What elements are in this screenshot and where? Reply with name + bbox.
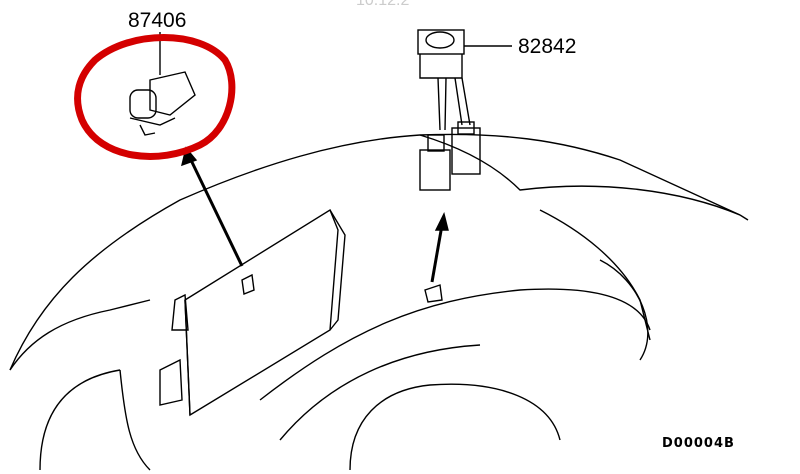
part-label-87406: 87406 — [128, 9, 187, 32]
watermark: 10.12.2 — [356, 0, 410, 9]
highlight-circle — [74, 34, 236, 160]
switch-part — [417, 29, 512, 191]
diagram-code: D00004B — [662, 436, 735, 451]
condenser — [159, 208, 346, 417]
part-label-82842: 82842 — [518, 35, 577, 58]
sensor-part — [129, 32, 196, 136]
bracket-clip — [424, 284, 443, 303]
body-outline — [9, 133, 741, 371]
